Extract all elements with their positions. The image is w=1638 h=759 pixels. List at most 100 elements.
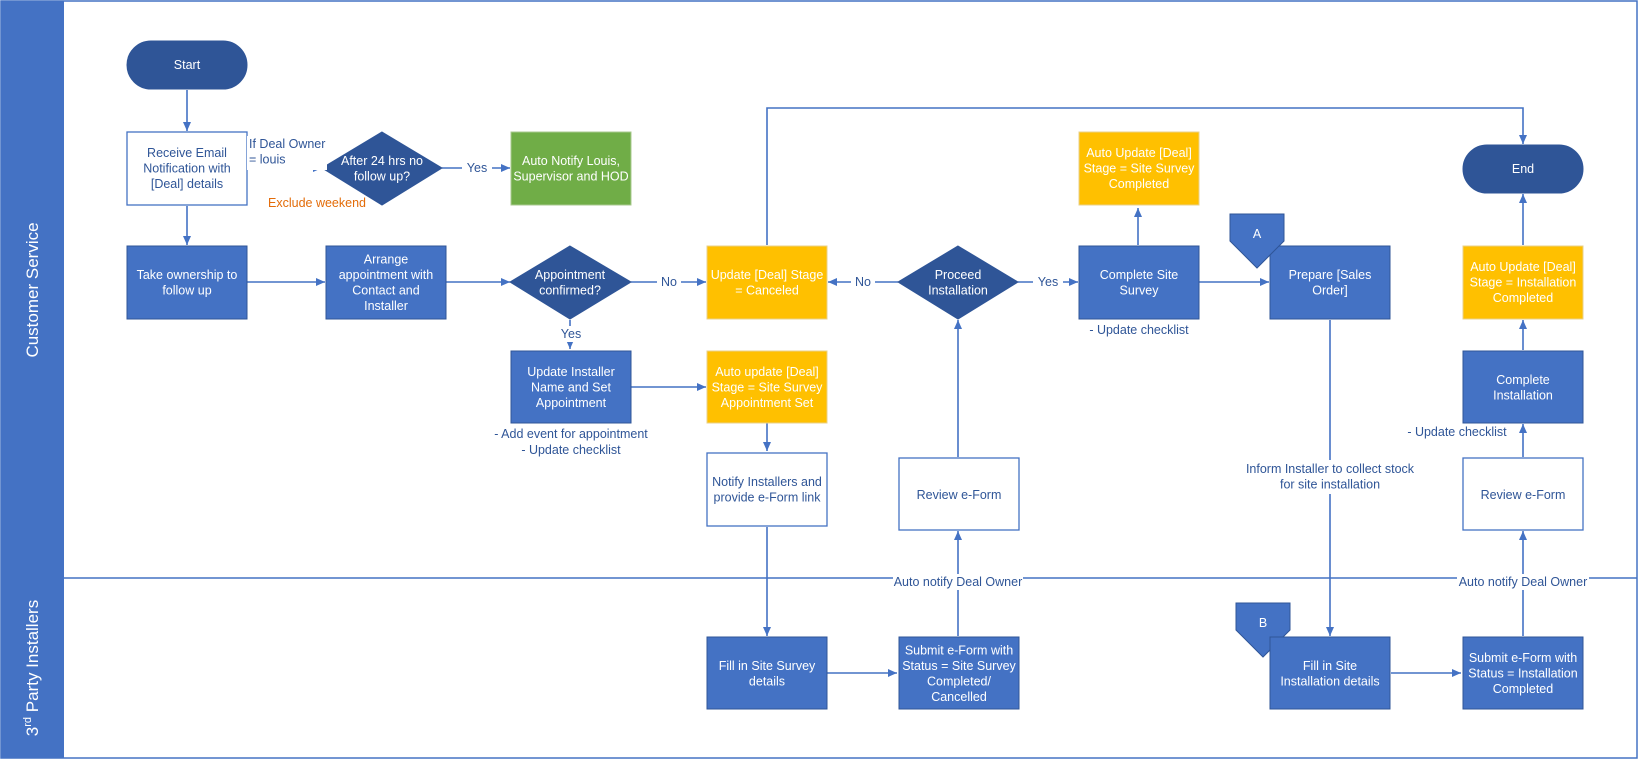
svg-text:Auto update [Deal]Stage = Sit: Auto update [Deal] Stage = Site SurveyApp… — [712, 365, 824, 410]
svg-text:End: End — [1512, 162, 1534, 176]
text-line: = louis — [249, 152, 285, 166]
text-line: Stage = Site Survey — [1084, 162, 1196, 176]
label-auto-notify-owner-1: Auto notify Deal Owner — [894, 575, 1023, 589]
text-line: Name and Set — [531, 381, 611, 395]
text-line: provide e-Form link — [714, 490, 822, 504]
text-line: Status = Site Survey — [902, 659, 1016, 673]
text-line: Auto Update [Deal] — [1470, 260, 1576, 274]
label-if-deal-owner: If Deal Owner= louis — [249, 137, 325, 167]
text-line: Fill in Site Survey — [719, 659, 816, 673]
text-line: Contact and — [352, 283, 419, 297]
svg-text:A: A — [1253, 227, 1262, 241]
svg-text:B: B — [1259, 616, 1267, 630]
label-yes-2: Yes — [561, 327, 581, 341]
text-line: Appointment — [535, 268, 606, 282]
node-update-canceled: Update [Deal] Stage= Canceled — [706, 245, 828, 320]
text-line: Complete Site — [1100, 268, 1179, 282]
text-line: After 24 hrs no — [341, 154, 423, 168]
text-line: Fill in Site — [1303, 659, 1357, 673]
text-line: Installation — [928, 283, 988, 297]
text-line: Proceed — [935, 268, 982, 282]
text-line: Order] — [1312, 283, 1347, 297]
label-add-event: - Add event for appointment — [494, 427, 648, 441]
text-line: Cancelled — [931, 690, 987, 704]
label-yes-3: Yes — [1038, 275, 1058, 289]
text-line: = Canceled — [735, 283, 799, 297]
svg-text:Update [Deal] Stage= Canceled: Update [Deal] Stage= Canceled — [711, 268, 824, 298]
text-line: Completed — [1493, 291, 1553, 305]
text-line: Inform Installer to collect stock — [1246, 462, 1415, 476]
text-line: Prepare [Sales — [1289, 268, 1372, 282]
text-line: confirmed? — [539, 283, 601, 297]
node-start: Start — [126, 40, 248, 90]
text-line: If Deal Owner — [249, 137, 325, 151]
text-line: Stage = Site Survey — [712, 381, 824, 395]
label-exclude-weekend: Exclude weekend — [268, 196, 366, 210]
edge-labels: If Deal Owner= louis Exclude weekend Yes… — [247, 136, 1589, 590]
text-line: Notification with — [143, 162, 231, 176]
text-line: Completed/ — [927, 674, 991, 688]
text-line: follow up — [162, 283, 211, 297]
label-no-1: No — [661, 275, 677, 289]
label-auto-notify-owner-2: Auto notify Deal Owner — [1459, 575, 1588, 589]
text-line: Take ownership to — [137, 268, 238, 282]
text-line: Completed — [1109, 177, 1169, 191]
text-line: Installer — [364, 299, 408, 313]
text-line: details — [749, 674, 785, 688]
text-line: Update Installer — [527, 365, 615, 379]
text-line: Stage = Installation — [1470, 276, 1577, 290]
text-line: Installation — [1493, 388, 1553, 402]
lane-title-installers: 3rd Party Installers — [22, 600, 42, 736]
text-line: Survey — [1120, 283, 1160, 297]
node-review-eform-2: Review e-Form — [1462, 457, 1584, 531]
label-update-checklist-3: - Update checklist — [1407, 425, 1507, 439]
svg-text:Review e-Form: Review e-Form — [1481, 488, 1566, 502]
label-update-checklist-1: - Update checklist — [1089, 323, 1189, 337]
text-line: Status = Installation — [1468, 667, 1577, 681]
text-line: Auto Update [Deal] — [1086, 146, 1192, 160]
text-line: Receive Email — [147, 146, 227, 160]
text-line: Appointment Set — [721, 396, 814, 410]
text-line: Update [Deal] Stage — [711, 268, 824, 282]
text-line: Submit e-Form with — [1469, 651, 1577, 665]
svg-text:Auto Update [Deal]Stage = Site: Auto Update [Deal] Stage = Site SurveyCom… — [1084, 146, 1196, 191]
text-line: for site installation — [1280, 477, 1380, 491]
text-line: Auto update [Deal] — [715, 365, 819, 379]
node-review-eform-1: Review e-Form — [898, 457, 1020, 531]
svg-text:Auto Update [Deal]Stage = Inst: Auto Update [Deal] Stage = InstallationCo… — [1470, 260, 1577, 305]
text-line: Submit e-Form with — [905, 643, 1013, 657]
lane-header-installers — [1, 578, 64, 758]
text-line: Complete — [1496, 373, 1550, 387]
lane-title-customer-service: Customer Service — [23, 222, 42, 357]
connector-a: A — [1229, 213, 1285, 269]
node-end: End — [1462, 144, 1584, 194]
text-line: appointment with — [339, 268, 434, 282]
text-line: Appointment — [536, 396, 607, 410]
